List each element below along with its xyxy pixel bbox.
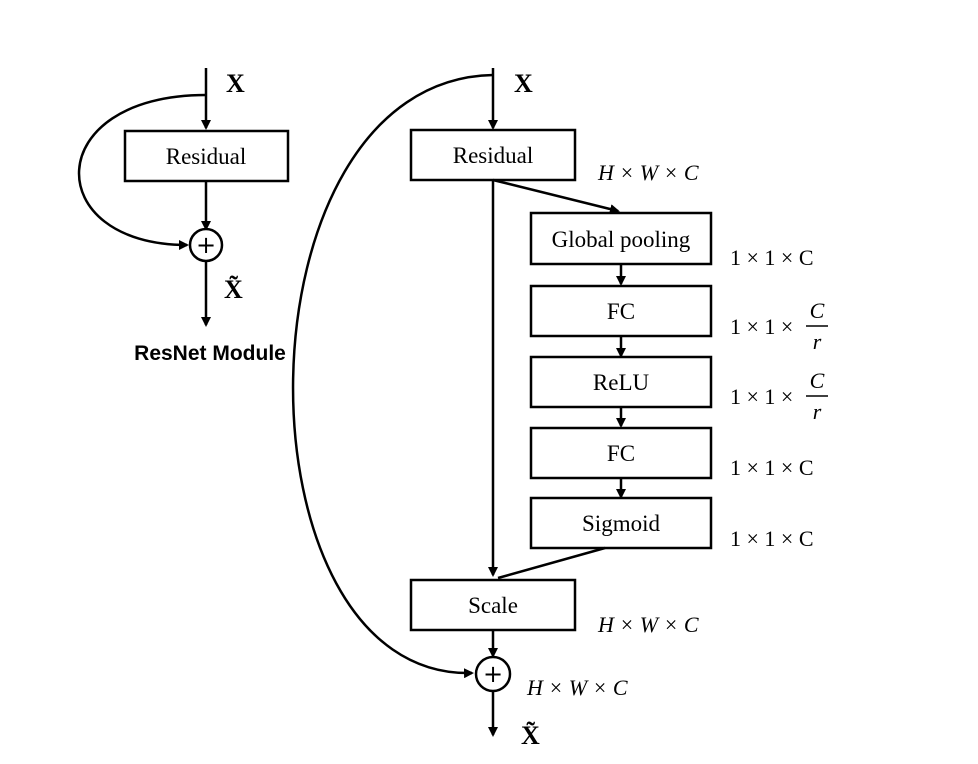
se-sigmoid-box [529, 496, 713, 550]
se-fc2-label: FC [607, 441, 635, 466]
se-sigmoid-to-scale-line [497, 546, 606, 580]
se-fc1-label: FC [607, 299, 635, 324]
se-residual-to-pooling-arrow [492, 178, 620, 214]
se-plus-symbol: + [483, 660, 503, 688]
resnet-caption: ResNet Module [134, 342, 286, 365]
se-pooling-box [529, 211, 713, 266]
resnet-skip-connection [77, 93, 207, 250]
resnet-sum-node: + [188, 227, 224, 263]
se-relu-dim-num: C [810, 368, 825, 393]
se-sum-dim: H × W × C [526, 675, 628, 700]
se-input-label: X [514, 69, 533, 98]
se-relu-label: ReLU [593, 370, 650, 395]
se-relu-dim: 1 × 1 × C r [730, 368, 828, 424]
se-residual-label: Residual [453, 143, 534, 168]
se-scale-label: Scale [468, 593, 518, 618]
resnet-input-label: X [226, 69, 245, 98]
se-relu-dim-den: r [813, 399, 822, 424]
resnet-output-label: X̃ [224, 275, 243, 304]
se-sigmoid-label: Sigmoid [582, 511, 660, 536]
resnet-module: X Residual + X̃ ResNet Module [77, 68, 290, 365]
se-module: X Residual H × W × C Global pooling 1 × … [291, 68, 828, 750]
se-fc1-dim-den: r [813, 329, 822, 354]
se-residual-dim: H × W × C [597, 160, 699, 185]
se-pooling-label: Global pooling [552, 227, 691, 252]
se-fc1-dim: 1 × 1 × C r [730, 298, 828, 354]
resnet-plus-symbol: + [196, 231, 216, 259]
se-fc2-dim: 1 × 1 × C [730, 455, 814, 480]
se-fc2-box [529, 426, 713, 480]
se-relu-dim-prefix: 1 × 1 × [730, 384, 793, 409]
se-skip-connection [291, 73, 494, 679]
se-scale-box [409, 578, 577, 632]
se-fc1-box [529, 284, 713, 338]
se-relu-box [529, 355, 713, 409]
se-sum-node: + [474, 655, 512, 693]
se-scale-dim: H × W × C [597, 612, 699, 637]
se-fc1-dim-num: C [810, 298, 825, 323]
se-sigmoid-dim: 1 × 1 × C [730, 526, 814, 551]
resnet-residual-label: Residual [166, 144, 247, 169]
se-fc1-dim-prefix: 1 × 1 × [730, 314, 793, 339]
se-pooling-dim: 1 × 1 × C [730, 245, 814, 270]
se-output-label: X̃ [521, 721, 540, 750]
